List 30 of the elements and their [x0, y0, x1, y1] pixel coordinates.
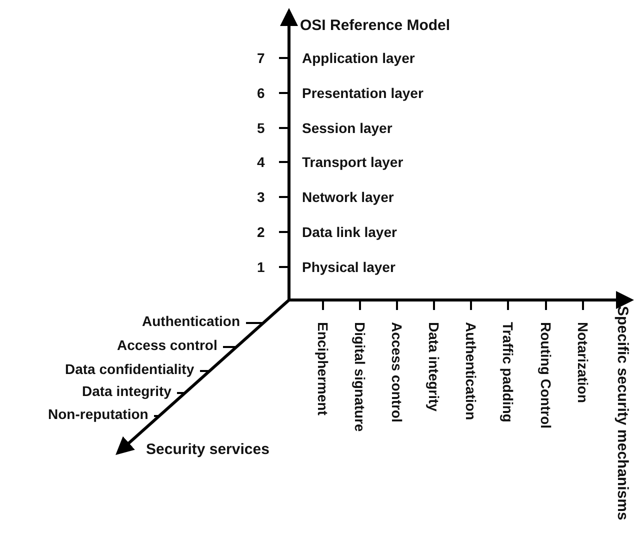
axis-label: Data confidentiality: [65, 361, 194, 377]
axis-label: 6: [257, 85, 265, 101]
axis-label: Session layer: [302, 120, 392, 136]
axis-label: Data link layer: [302, 224, 397, 240]
axis-label: 4: [257, 154, 265, 170]
axis-label: Presentation layer: [302, 85, 424, 101]
axis-title: Specific security mechanisms: [614, 306, 630, 520]
axis-label: Transport layer: [302, 154, 404, 170]
axis-label: Digital signature: [352, 322, 368, 432]
axis-label: 2: [257, 224, 265, 240]
axis-label: 5: [257, 120, 265, 136]
axis-label: Authentication: [463, 322, 479, 420]
axis-label: Encipherment: [315, 322, 331, 416]
axis-label: Non-reputation: [48, 406, 148, 422]
axis-label: Application layer: [302, 50, 415, 66]
axis-label: Access control: [117, 337, 218, 353]
axis-label: 3: [257, 189, 265, 205]
axis-label: 7: [257, 50, 265, 66]
axis-label: Authentication: [142, 313, 240, 329]
axis-label: Traffic padding: [500, 322, 516, 422]
axis-title: Security services: [146, 442, 270, 458]
axis-label: Physical layer: [302, 259, 396, 275]
axis-label: Notarization: [575, 322, 591, 403]
axis-label: Routing Control: [538, 322, 554, 429]
axis-label: Network layer: [302, 189, 394, 205]
axis-label: Access control: [389, 322, 405, 422]
axis-label: Data integrity: [82, 383, 172, 399]
axis-label: 1: [257, 259, 265, 275]
axis-label: Data integrity: [426, 322, 442, 412]
axis-title: OSI Reference Model: [300, 18, 450, 34]
